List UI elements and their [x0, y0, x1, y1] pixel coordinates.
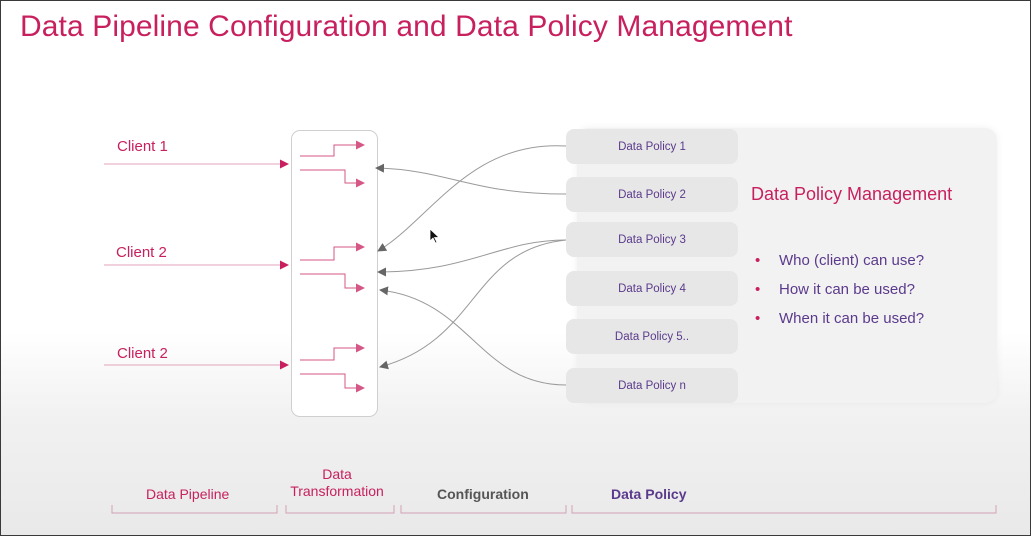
- data-policy-2[interactable]: Data Policy 2: [566, 177, 738, 212]
- policy-3-connector-a: [377, 239, 567, 277]
- policy-n-connector: [379, 286, 567, 386]
- data-transformation-label: Data Transformation: [290, 466, 384, 499]
- transform-3-upper-branch: [300, 343, 365, 361]
- bullet-icon: •: [755, 310, 761, 327]
- policy-question-item: •When it can be used?: [755, 310, 925, 327]
- data-policy-n[interactable]: Data Policy n: [566, 368, 738, 403]
- policy-question-item: •How it can be used?: [755, 281, 915, 298]
- policy-3-connector-b: [379, 239, 567, 370]
- policy-bracket: [571, 505, 997, 514]
- policy-question-list: •Who (client) can use? •How it can be us…: [755, 251, 924, 338]
- policy-management-title: Data Policy Management: [751, 184, 953, 204]
- data-policy-label: Data Policy: [611, 486, 687, 502]
- slide-title: Data Pipeline Configuration and Data Pol…: [20, 10, 793, 43]
- transformation-bracket: [285, 505, 395, 514]
- transform-2-lower-branch: [300, 273, 365, 293]
- client-label-3: Client 2: [117, 345, 168, 362]
- policy-2-connector: [375, 163, 567, 195]
- policy-1-connector: [377, 145, 567, 252]
- client-label-2: Client 2: [116, 244, 167, 261]
- policy-question-item: •Who (client) can use?: [755, 252, 925, 269]
- transform-1-lower-branch: [300, 169, 365, 188]
- bullet-icon: •: [755, 252, 761, 269]
- mouse-cursor-icon: [429, 228, 441, 244]
- transform-3-lower-branch: [300, 373, 365, 393]
- data-policy-3[interactable]: Data Policy 3: [566, 222, 738, 257]
- data-policy-1[interactable]: Data Policy 1: [566, 129, 738, 164]
- pipeline-bracket: [111, 505, 278, 514]
- transform-2-upper-branch: [300, 242, 365, 261]
- data-pipeline-label: Data Pipeline: [146, 486, 230, 502]
- configuration-label: Configuration: [437, 486, 529, 502]
- policy-management-panel: [577, 128, 997, 403]
- data-policy-4[interactable]: Data Policy 4: [566, 271, 738, 306]
- configuration-bracket: [400, 505, 567, 514]
- data-policy-5[interactable]: Data Policy 5..: [566, 319, 738, 354]
- transform-1-upper-branch: [300, 140, 365, 157]
- client-label-1: Client 1: [117, 138, 168, 155]
- bullet-icon: •: [755, 281, 761, 298]
